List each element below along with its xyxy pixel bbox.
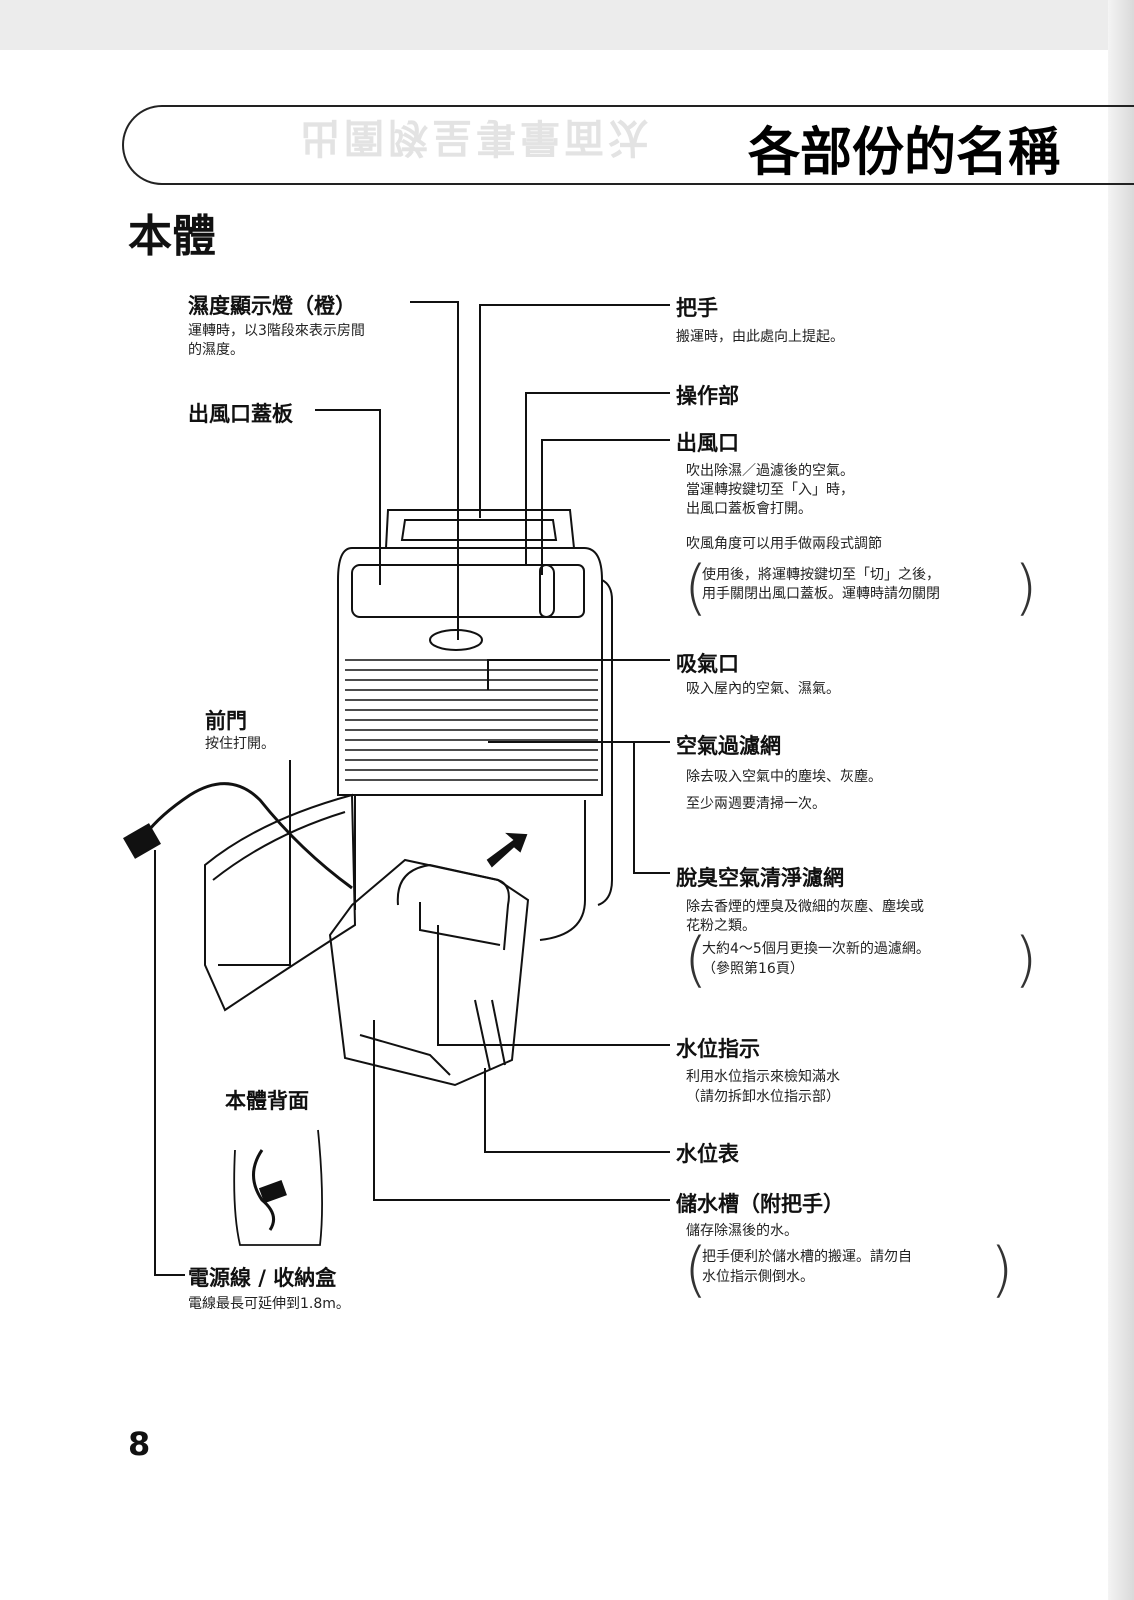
humidity-lamp-label: 濕度顯示燈（橙） bbox=[188, 294, 356, 318]
note-paren-right: ) bbox=[990, 1235, 1014, 1305]
humidity-lamp-dial bbox=[429, 629, 483, 651]
outlet-desc-3: 出風口蓋板會打開。 bbox=[686, 501, 812, 517]
note-paren-right: ) bbox=[1014, 925, 1038, 995]
outlet-cover-label: 出風口蓋板 bbox=[188, 402, 293, 426]
front-door bbox=[204, 793, 357, 1012]
deodor-filter-note-2: （參照第16頁） bbox=[702, 961, 804, 977]
deodor-filter-desc-2: 花粉之類。 bbox=[686, 918, 756, 934]
outlet-cover bbox=[351, 564, 555, 618]
scan-right-edge bbox=[1108, 0, 1134, 1600]
outlet-desc-4: 吹風角度可以用手做兩段式調節 bbox=[686, 536, 882, 552]
outlet-desc-2: 當運轉按鍵切至「入」時， bbox=[686, 482, 854, 498]
water-gauge-label: 水位表 bbox=[676, 1142, 739, 1166]
section-heading: 本體 bbox=[128, 211, 216, 262]
power-cord-label: 電源線 / 收納盒 bbox=[188, 1266, 337, 1290]
tank-label: 儲水槽（附把手） bbox=[676, 1192, 844, 1216]
scan-top-band bbox=[0, 0, 1134, 50]
back-view-inset bbox=[233, 1129, 323, 1246]
air-filter-label: 空氣過濾網 bbox=[676, 734, 781, 758]
water-tank bbox=[328, 858, 530, 1087]
front-door-desc: 按住打開。 bbox=[205, 736, 275, 752]
deodor-filter-label: 脫臭空氣清淨濾網 bbox=[676, 866, 844, 890]
note-paren-right: ) bbox=[1014, 553, 1038, 623]
deodor-filter-desc-1: 除去香煙的煙臭及微細的灰塵、塵埃或 bbox=[686, 899, 924, 915]
air-filter-desc-2: 至少兩週要清掃一次。 bbox=[686, 796, 826, 812]
humidity-lamp-desc-2: 的濕度。 bbox=[188, 342, 244, 358]
note-paren-left: ( bbox=[684, 925, 708, 995]
humidity-lamp-desc-1: 運轉時，以3階段來表示房間 bbox=[188, 323, 365, 339]
outlet-note-1: 使用後，將運轉按鍵切至「切」之後， bbox=[702, 567, 940, 583]
handle-desc: 搬運時，由此處向上提起。 bbox=[676, 329, 844, 345]
front-door-label: 前門 bbox=[205, 709, 247, 733]
inlet-desc: 吸入屋內的空氣、濕氣。 bbox=[686, 681, 840, 697]
tank-note-1: 把手便利於儲水槽的搬運。請勿自 bbox=[702, 1249, 912, 1265]
title-banner bbox=[122, 105, 1134, 185]
plug bbox=[123, 823, 161, 859]
note-paren-left: ( bbox=[684, 1235, 708, 1305]
inlet-label: 吸氣口 bbox=[676, 652, 739, 676]
page-number: 8 bbox=[128, 1425, 151, 1463]
power-cord bbox=[143, 782, 353, 890]
outlet-desc-1: 吹出除濕／過濾後的空氣。 bbox=[686, 463, 854, 479]
outlet-label: 出風口 bbox=[676, 431, 739, 455]
note-paren-left: ( bbox=[684, 553, 708, 623]
control-label: 操作部 bbox=[676, 384, 739, 408]
tank-note-2: 水位指示側倒水。 bbox=[702, 1269, 814, 1285]
back-view-label: 本體背面 bbox=[225, 1089, 309, 1113]
water-indicator-desc-2: （請勿拆卸水位指示部） bbox=[686, 1089, 840, 1105]
inlet-grille bbox=[345, 659, 598, 781]
tank-window bbox=[474, 999, 491, 1071]
outlet-note-2: 用手關閉出風口蓋板。運轉時請勿關閉 bbox=[702, 586, 940, 602]
page-title: 各部份的名稱 bbox=[748, 123, 1061, 183]
water-indicator-label: 水位指示 bbox=[676, 1037, 760, 1061]
leader-lines bbox=[154, 301, 670, 1276]
air-filter-desc-1: 除去吸入空氣中的塵埃、灰塵。 bbox=[686, 769, 882, 785]
deodor-filter-note-1: 大約4～5個月更換一次新的過濾網。 bbox=[702, 941, 930, 957]
handle-label: 把手 bbox=[676, 296, 718, 320]
power-cord-desc: 電線最長可延伸到1.8m。 bbox=[188, 1296, 350, 1312]
tank-desc: 儲存除濕後的水。 bbox=[686, 1223, 798, 1239]
unit-body bbox=[337, 547, 603, 796]
water-indicator-desc-1: 利用水位指示來檢知滿水 bbox=[686, 1069, 840, 1085]
